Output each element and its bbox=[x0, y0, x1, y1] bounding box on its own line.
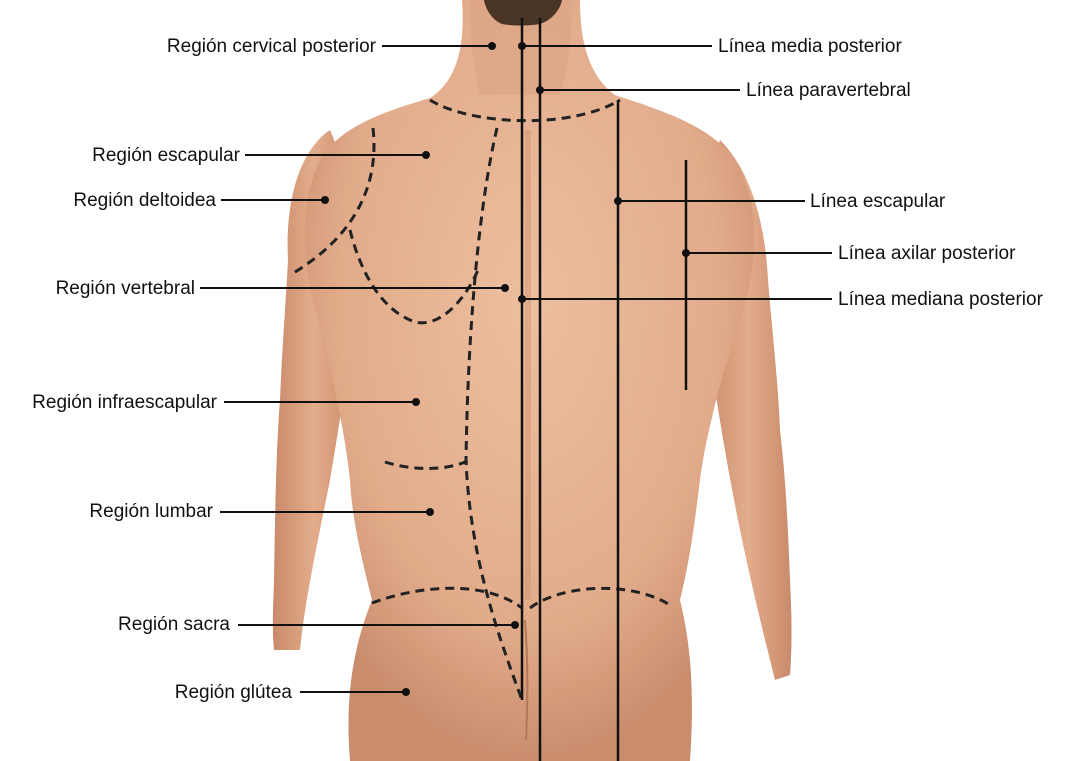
label-deltoidea: Región deltoidea bbox=[73, 190, 216, 211]
label-lumbar: Región lumbar bbox=[89, 501, 213, 522]
label-sacra: Región sacra bbox=[118, 614, 230, 635]
vertebral-boundary bbox=[464, 127, 524, 701]
infrascapular-boundary bbox=[384, 458, 471, 470]
hair bbox=[484, 0, 562, 26]
label-linea-escapular: Línea escapular bbox=[810, 191, 946, 212]
left-labels: Región cervical posterior Región escapul… bbox=[32, 36, 377, 703]
label-linea-axilar-posterior: Línea axilar posterior bbox=[838, 243, 1016, 264]
label-cervical-posterior: Región cervical posterior bbox=[167, 36, 377, 57]
label-linea-paravertebral: Línea paravertebral bbox=[746, 80, 911, 101]
scapula-outline bbox=[348, 229, 480, 325]
body-figure bbox=[272, 0, 792, 761]
sacral-boundary-left bbox=[371, 586, 523, 610]
right-labels: Línea media posterior Línea paravertebra… bbox=[718, 36, 1044, 310]
scapular-deltoid-boundary bbox=[289, 127, 376, 277]
label-infraescapular: Región infraescapular bbox=[32, 392, 218, 413]
label-linea-mediana-posterior: Línea mediana posterior bbox=[838, 289, 1044, 310]
reference-lines bbox=[520, 18, 688, 761]
label-glutea: Región glútea bbox=[175, 682, 293, 703]
label-linea-media-posterior: Línea media posterior bbox=[718, 36, 902, 57]
label-escapular: Región escapular bbox=[92, 145, 241, 166]
gluteal-cleft bbox=[524, 619, 529, 741]
label-vertebral: Región vertebral bbox=[56, 278, 195, 299]
leader-lines bbox=[200, 42, 832, 696]
